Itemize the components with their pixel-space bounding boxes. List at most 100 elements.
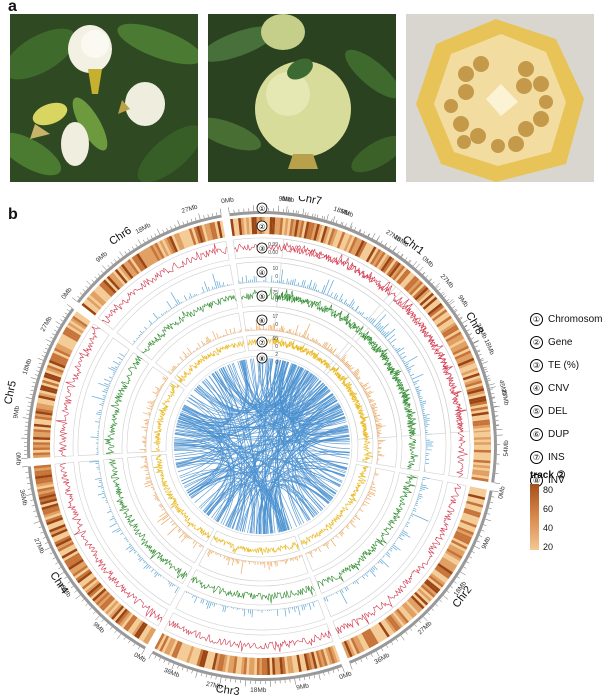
gene-density-cell xyxy=(243,217,248,235)
track-marker-number: ⑥ xyxy=(259,317,265,325)
cnv-bar xyxy=(314,284,317,291)
gene-density-cell xyxy=(298,220,305,238)
gene-density-cell xyxy=(145,247,156,264)
tick-label: 9Mb xyxy=(91,621,105,635)
cnv-bar xyxy=(408,371,410,373)
tick-mark xyxy=(203,215,205,219)
dup-bar xyxy=(318,342,321,346)
gene-density-cell xyxy=(459,521,476,531)
tick-mark xyxy=(97,273,101,276)
tick-mark xyxy=(397,251,400,255)
dup-bar xyxy=(180,534,188,543)
cnv-bar xyxy=(177,299,181,305)
gene-density-cell xyxy=(121,613,134,629)
dup-bar xyxy=(201,545,204,547)
tick-mark xyxy=(181,667,184,671)
gene-density-cell xyxy=(325,227,333,245)
tick-mark xyxy=(38,526,42,529)
tick-label: 18Mb xyxy=(250,687,267,694)
cnv-bar xyxy=(201,286,205,293)
gene-density-cell xyxy=(129,257,142,274)
cnv-bar xyxy=(99,404,104,406)
track-marker xyxy=(256,336,268,348)
dup-bar xyxy=(156,390,160,393)
tick-label: 18Mb xyxy=(482,338,495,356)
gene-density-cell xyxy=(209,652,216,670)
inv-link xyxy=(232,362,347,471)
tick-mark xyxy=(25,397,32,399)
gene-density-cell xyxy=(332,229,341,247)
cnv-bar xyxy=(143,331,145,333)
dup-bar xyxy=(355,376,358,379)
gene-density-cell xyxy=(204,223,211,241)
gene-density-cell xyxy=(133,254,146,271)
inv-links xyxy=(173,357,350,535)
gene-density-cell xyxy=(35,476,53,482)
dup-bar xyxy=(341,359,344,362)
gene-density-cell xyxy=(62,550,79,562)
cnv-bar xyxy=(404,363,408,366)
cnv-bar xyxy=(364,573,369,577)
dup-bar xyxy=(154,496,158,499)
tick-mark xyxy=(482,361,488,364)
del-line xyxy=(141,294,237,354)
gene-density-cell xyxy=(37,397,55,404)
cnv-bar xyxy=(414,504,418,506)
cnv-bar xyxy=(175,303,178,307)
dup-bar xyxy=(145,480,152,483)
gene-density-cell xyxy=(361,632,372,649)
dup-bar xyxy=(292,557,294,561)
gene-density-cell xyxy=(50,526,67,536)
dup-bar xyxy=(354,374,359,378)
cnv-bar xyxy=(333,293,337,299)
cnv-bar xyxy=(388,341,390,343)
tick-mark xyxy=(101,619,104,622)
tick-mark xyxy=(37,366,41,369)
gene-density-cell xyxy=(473,447,491,451)
dup-bar xyxy=(161,383,164,386)
cnv-bar xyxy=(206,601,210,610)
gene-density-cell xyxy=(103,598,117,613)
gene-density-cell xyxy=(101,281,115,296)
dup-bar xyxy=(302,330,306,338)
gene-density-cell xyxy=(168,639,179,657)
tick-mark xyxy=(52,333,56,336)
tick-mark xyxy=(429,279,433,282)
dup-bar xyxy=(370,402,377,406)
cnv-bar xyxy=(420,488,425,490)
dup-bar xyxy=(292,330,294,335)
tick-mark xyxy=(459,316,463,319)
gene-density-cell xyxy=(110,272,124,287)
cnv-bar xyxy=(323,279,330,295)
cnv-bar xyxy=(109,517,115,521)
tick-mark xyxy=(412,261,418,267)
gene-density-cell xyxy=(464,377,482,386)
cnv-bar xyxy=(150,568,154,573)
dup-bar xyxy=(200,544,202,548)
gene-density-cell xyxy=(320,649,328,667)
tick-mark xyxy=(294,678,296,685)
gene-density-cell xyxy=(386,616,399,632)
tick-mark xyxy=(468,333,472,336)
dup-bar xyxy=(284,559,287,565)
gene-density-cell xyxy=(271,217,276,235)
cnv-bar xyxy=(292,279,294,285)
cnv-bar xyxy=(382,331,387,336)
gene-density-cell xyxy=(201,650,209,668)
gene-density-cell xyxy=(417,290,433,305)
tick-mark xyxy=(415,263,420,269)
gene-density-cell xyxy=(451,343,468,354)
inv-link xyxy=(181,470,289,531)
cnv-bar xyxy=(303,280,306,288)
gene-density-cell xyxy=(388,262,401,278)
tick-mark xyxy=(376,651,380,657)
cnv-bar xyxy=(399,356,402,358)
gene-density-cell xyxy=(424,580,439,594)
tick-label: 27Mb xyxy=(40,315,54,333)
dup-bar xyxy=(149,401,155,404)
cnv-track-frame xyxy=(77,337,130,456)
tick-mark xyxy=(419,266,424,272)
tick-mark xyxy=(34,515,38,518)
dup-bar xyxy=(371,407,376,410)
cnv-bar xyxy=(417,497,422,500)
